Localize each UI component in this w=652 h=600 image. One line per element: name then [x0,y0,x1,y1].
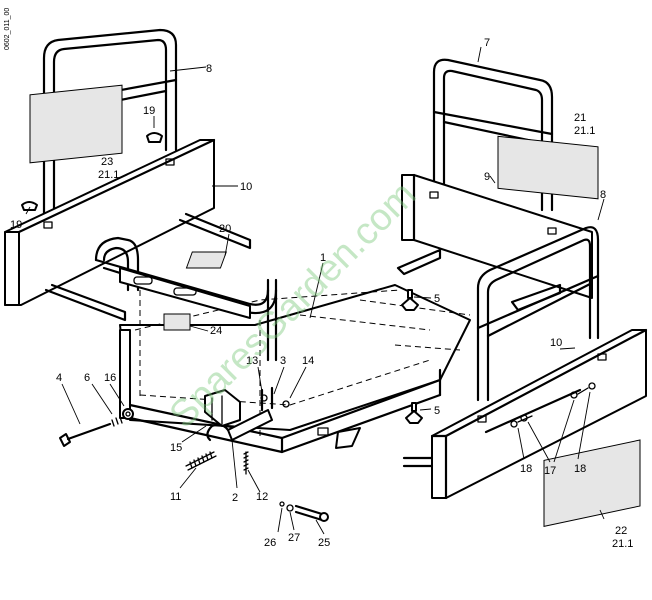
callout-21-sub: 21.1 [574,125,595,137]
deck-frame [119,329,442,454]
callout-14: 14 [302,355,314,367]
callout-13: 13 [246,355,258,367]
callout-10-right: 10 [550,337,562,349]
right-support-bar-b [510,283,562,312]
callout-15: 15 [170,442,182,454]
callout-25: 25 [318,537,330,549]
callout-26: 26 [264,537,276,549]
callout-24: 24 [210,325,222,337]
decal-22 [543,439,641,527]
right-rear-board [401,173,593,299]
callout-10-upper: 10 [240,181,252,193]
decal-20 [185,251,227,269]
callout-19-left: 19 [10,219,22,231]
callout-8-right: 8 [600,189,606,201]
callout-17: 17 [544,465,556,477]
main-deck-plate [119,284,471,431]
callout-11: 11 [170,491,181,503]
callout-23-sub: 21.1 [98,169,119,181]
spring-11 [185,451,217,471]
callout-23: 23 [101,156,113,168]
leader-lines [25,46,605,535]
callout-labels: 8 7 19 23 21.1 19 10 21 21.1 9 8 20 1 5 … [10,37,633,550]
right-front-guard-rail [476,226,600,402]
callout-4: 4 [56,372,62,384]
callout-2: 2 [232,492,238,504]
callout-18-right: 18 [574,463,586,475]
decal-23 [29,84,123,164]
callout-27: 27 [288,532,300,544]
callout-5-lower: 5 [434,405,440,417]
screws-17-18 [510,382,596,428]
right-support-bar-a [396,248,442,276]
callout-9: 9 [484,171,490,183]
decal-24 [163,313,191,331]
knob-5-upper [401,289,419,311]
callout-22-sub: 21.1 [612,538,633,550]
callout-20: 20 [219,223,231,235]
callout-7: 7 [484,37,490,49]
callout-12: 12 [256,491,268,503]
callout-21: 21 [574,112,586,124]
bolt-4 [59,408,134,447]
callout-5-upper: 5 [434,293,440,305]
callout-22: 22 [615,525,627,537]
pin-25 [279,501,329,522]
decal-21 [497,135,599,200]
front-bumper-board [402,328,648,500]
left-support-bars [44,212,252,322]
callout-18-left: 18 [520,463,532,475]
callout-19-top: 19 [143,105,155,117]
front-guard-hoop [94,236,278,440]
rubber-foot-19-left [21,201,38,211]
callout-6: 6 [84,372,90,384]
knob-5-lower [405,402,423,424]
callout-1: 1 [320,252,326,264]
rubber-foot-19-top [146,132,163,143]
hitch-assembly [204,386,290,442]
spring-12 [243,451,249,475]
callout-16: 16 [104,372,116,384]
drawing-code: 0602_011_00 [4,8,11,50]
callout-8-left: 8 [206,63,212,75]
left-side-board [4,138,216,306]
callout-3: 3 [280,355,286,367]
